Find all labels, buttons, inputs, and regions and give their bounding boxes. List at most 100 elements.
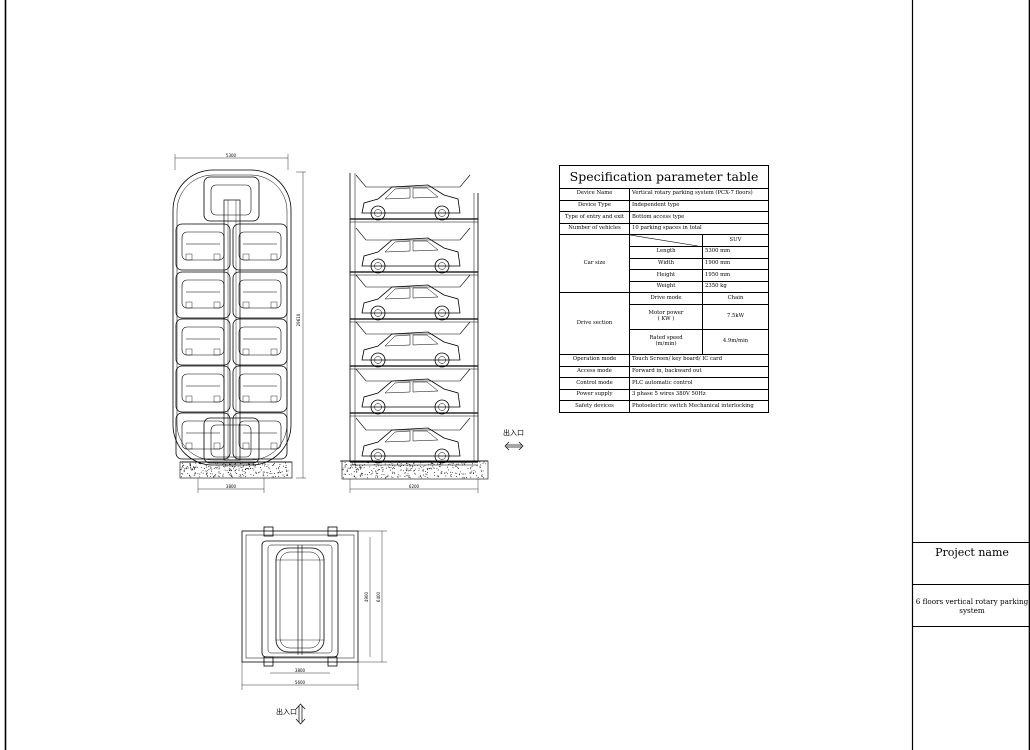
- gravel-dot: [270, 471, 272, 473]
- car-window: [412, 287, 439, 299]
- gravel-dot: [193, 465, 195, 467]
- gravel-dot: [238, 469, 240, 471]
- gravel-dot: [431, 462, 433, 464]
- gravel-dot: [361, 474, 363, 476]
- gravel-dot: [357, 468, 359, 470]
- gravel-dot: [352, 463, 354, 465]
- gravel-dot: [413, 470, 415, 472]
- gravel-dot: [399, 475, 401, 477]
- gravel-dot: [405, 474, 407, 476]
- gravel-dot: [228, 467, 230, 469]
- gravel-dot: [399, 465, 401, 467]
- gravel-dot: [194, 473, 196, 475]
- gravel-dot: [264, 471, 265, 473]
- gravel-dot: [382, 470, 384, 472]
- gravel-dot: [286, 473, 288, 475]
- gravel-dot: [354, 464, 356, 466]
- gravel-dot: [227, 472, 229, 474]
- gravel-dot: [393, 468, 395, 469]
- gravel-dot: [356, 464, 358, 466]
- gravel-dot: [225, 465, 226, 467]
- gravel-dot: [205, 474, 207, 476]
- gravel-dot: [408, 470, 410, 472]
- gravel-dot: [357, 469, 359, 471]
- gravel-dot: [412, 466, 413, 468]
- gravel-dot: [378, 465, 380, 467]
- front-carrier: [175, 223, 231, 271]
- gravel-dot: [397, 463, 398, 465]
- gravel-dot: [434, 472, 436, 473]
- gravel-dot: [282, 474, 284, 476]
- gravel-dot: [235, 470, 237, 471]
- gravel-dot: [375, 474, 377, 476]
- gravel-dot: [258, 462, 259, 464]
- gravel-dot: [266, 466, 268, 468]
- gravel-dot: [229, 465, 231, 467]
- gravel-dot: [202, 472, 204, 474]
- gravel-dot: [352, 464, 354, 466]
- gravel-dot: [238, 475, 240, 477]
- gravel-dot: [211, 469, 213, 471]
- car-wheel: [370, 448, 386, 464]
- gravel-dot: [482, 462, 484, 464]
- gravel-dot: [418, 469, 420, 471]
- car-window: [384, 430, 411, 443]
- gravel-dot: [209, 475, 211, 477]
- gravel-dot: [202, 469, 204, 471]
- gravel-dot: [375, 476, 377, 478]
- gravel-dot: [409, 465, 411, 467]
- gravel-dot: [363, 466, 365, 468]
- gravel-dot: [392, 465, 394, 467]
- gravel-dot: [375, 470, 377, 472]
- side-exit-label: 出入口: [503, 429, 524, 437]
- spec-value: 3 phase 5 wires 380V 50Hz: [629, 388, 769, 402]
- gravel-dot: [426, 472, 428, 474]
- gravel-dot: [253, 464, 254, 466]
- gravel-dot: [246, 468, 248, 469]
- gravel-dot: [243, 475, 245, 477]
- gravel-dot: [419, 474, 421, 476]
- gravel-dot: [475, 471, 476, 473]
- gravel-dot: [380, 465, 382, 467]
- gravel-dot: [383, 474, 385, 475]
- car-wheel: [370, 305, 386, 321]
- gravel-dot: [243, 470, 245, 472]
- gravel-dot: [456, 472, 458, 474]
- gravel-dot: [451, 471, 453, 473]
- gravel-dot: [393, 467, 395, 469]
- gravel-dot: [206, 474, 208, 476]
- car-body: [361, 237, 461, 267]
- gravel-dot: [418, 468, 420, 470]
- gravel-dot: [255, 472, 257, 474]
- gravel-dot: [204, 468, 206, 469]
- front-carrier: [232, 223, 288, 271]
- gravel-dot: [405, 469, 407, 471]
- gravel-dot: [452, 462, 454, 464]
- gravel-dot: [343, 477, 344, 479]
- gravel-dot: [197, 473, 199, 475]
- gravel-dot: [195, 465, 197, 467]
- gravel-dot: [206, 472, 208, 474]
- gravel-dot: [235, 465, 237, 467]
- gravel-dot: [380, 476, 382, 478]
- gravel-dot: [481, 471, 482, 473]
- gravel-dot: [223, 462, 225, 464]
- spec-label: Device Name: [559, 188, 630, 201]
- gravel-dot: [406, 462, 407, 464]
- side-car-pallet: [350, 368, 478, 417]
- side-elevation-view: [340, 173, 489, 493]
- gravel-dot: [189, 462, 191, 464]
- diagonal-header-cell: [629, 234, 703, 247]
- gravel-dot: [243, 465, 245, 467]
- gravel-dot: [351, 473, 353, 475]
- gravel-dot: [427, 461, 429, 463]
- gravel-dot: [249, 466, 250, 467]
- gravel-dot: [463, 463, 465, 464]
- gravel-dot: [252, 463, 254, 465]
- gravel-dot: [423, 469, 425, 471]
- gravel-dot: [480, 475, 482, 477]
- side-car-pallet: [350, 227, 478, 276]
- gravel-dot: [457, 467, 459, 468]
- spec-value: 5300 mm: [702, 245, 769, 259]
- gravel-dot: [241, 462, 243, 464]
